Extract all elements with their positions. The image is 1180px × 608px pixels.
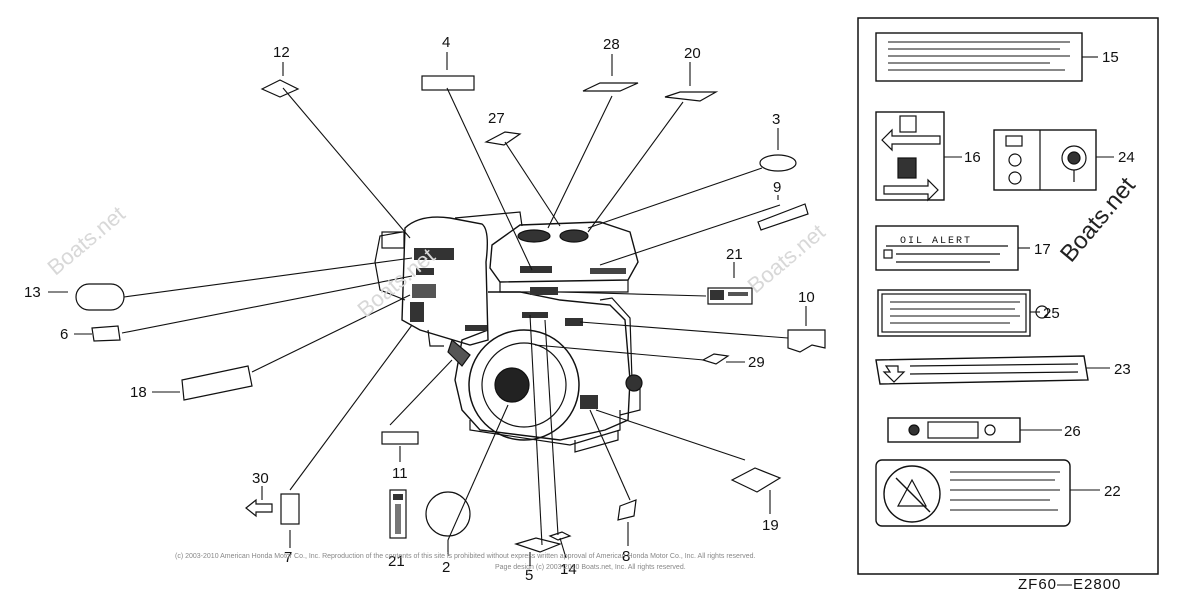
callout-21-bottom: 21 <box>388 553 405 570</box>
callout-13: 13 <box>24 284 41 301</box>
callout-23: 23 <box>1114 361 1131 378</box>
callout-15: 15 <box>1102 49 1119 66</box>
panel-labels <box>875 32 1097 527</box>
callout-7: 7 <box>284 549 292 566</box>
callout-21-top: 21 <box>726 246 743 263</box>
callout-5: 5 <box>525 567 533 584</box>
callout-20: 20 <box>684 45 701 62</box>
callout-16: 16 <box>964 149 981 166</box>
callout-3: 3 <box>772 111 780 128</box>
callout-27: 27 <box>488 110 505 127</box>
callout-30: 30 <box>252 470 269 487</box>
callout-2: 2 <box>442 559 450 576</box>
leader-lines <box>48 52 1114 566</box>
callout-4: 4 <box>442 34 450 51</box>
label-panel-frame <box>857 17 1159 575</box>
callout-10: 10 <box>798 289 815 306</box>
callout-25: 25 <box>1043 305 1060 322</box>
callout-22: 22 <box>1104 483 1121 500</box>
callout-6: 6 <box>60 326 68 343</box>
callout-9: 9 <box>773 179 781 196</box>
callout-14: 14 <box>560 561 577 578</box>
callout-28: 28 <box>603 36 620 53</box>
callout-18: 18 <box>130 384 147 401</box>
loose-labels <box>75 75 826 553</box>
engine-illustration <box>374 211 643 453</box>
oil-alert-label-text: OIL ALERT <box>900 236 972 247</box>
callout-8: 8 <box>622 548 630 565</box>
copyright-line-1: (c) 2003-2010 American Honda Motor Co., … <box>175 553 756 560</box>
callout-numbers: 12 4 28 20 27 3 9 21 10 29 13 6 18 11 30… <box>24 34 1135 584</box>
callout-26: 26 <box>1064 423 1081 440</box>
callout-24: 24 <box>1118 149 1135 166</box>
callout-29: 29 <box>748 354 765 371</box>
callout-11: 11 <box>392 465 408 482</box>
callout-12: 12 <box>273 44 290 61</box>
copyright-line-2: Page design (c) 2003-2010 Boats.net, Inc… <box>495 564 686 571</box>
drawing-code: ZF60—E2800 <box>1018 576 1122 593</box>
callout-19: 19 <box>762 517 779 534</box>
callout-17: 17 <box>1034 241 1051 258</box>
